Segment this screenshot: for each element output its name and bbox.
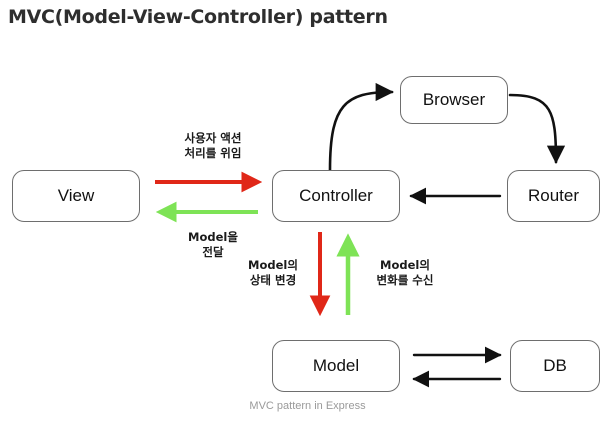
node-browser[interactable]: Browser xyxy=(400,76,508,124)
node-browser-label: Browser xyxy=(422,90,486,109)
node-model-label: Model xyxy=(312,356,360,375)
annotation-user-action: 사용자 액션 처리를 위임 xyxy=(184,131,242,161)
node-db[interactable]: DB xyxy=(510,340,600,392)
annotation-state-change: Model의 상태 변경 xyxy=(248,258,298,288)
node-view-label: View xyxy=(57,186,95,205)
node-controller[interactable]: Controller xyxy=(272,170,400,222)
page-title: MVC(Model-View-Controller) pattern xyxy=(8,6,388,28)
node-db-label: DB xyxy=(543,356,567,375)
node-router[interactable]: Router xyxy=(507,170,600,222)
node-view[interactable]: View xyxy=(12,170,140,222)
node-model[interactable]: Model xyxy=(272,340,400,392)
arrow-controller-to-browser xyxy=(328,82,394,172)
annotation-observe: Model의 변화를 수신 xyxy=(376,258,434,288)
node-controller-label: Controller xyxy=(299,186,373,205)
node-router-label: Router xyxy=(527,186,580,205)
diagram-caption: MVC pattern in Express xyxy=(249,400,366,412)
annotation-model-pass: Model을 전달 xyxy=(188,230,238,260)
arrow-browser-to-router xyxy=(508,93,566,164)
